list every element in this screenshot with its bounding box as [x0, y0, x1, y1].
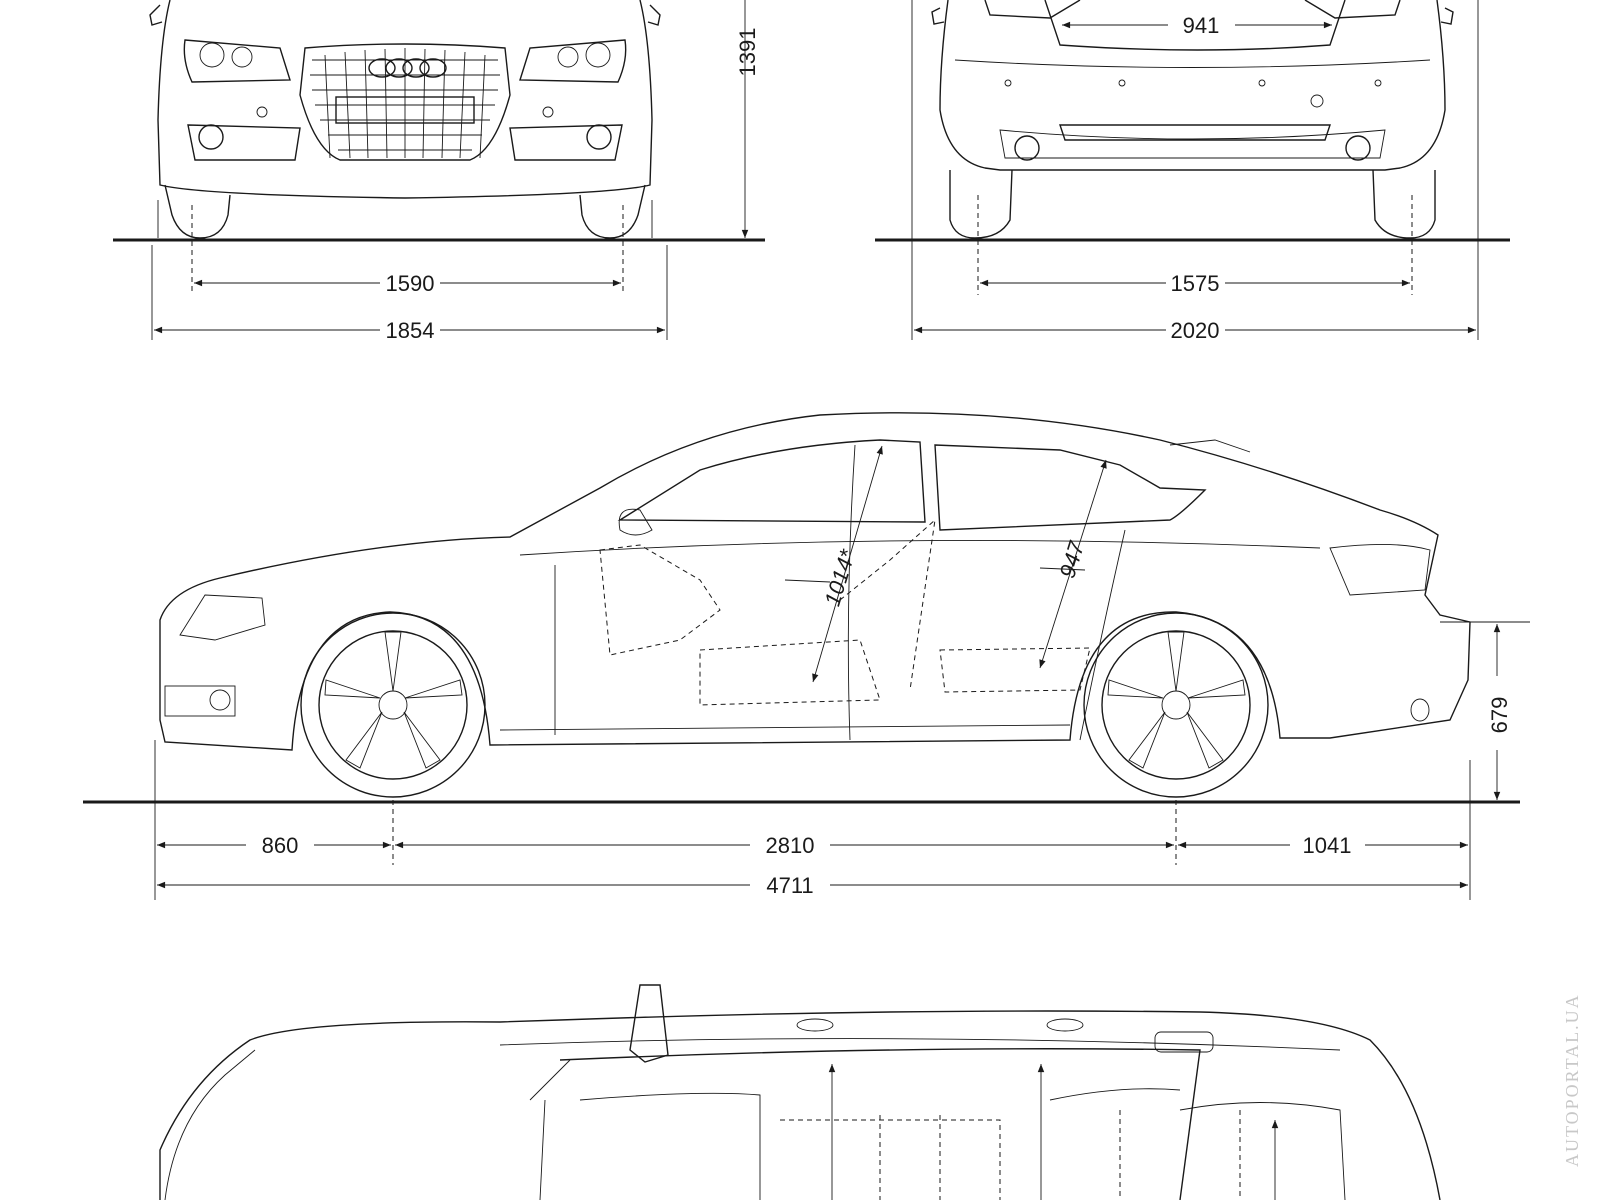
watermark-text: AUTOPORTAL.UA	[1562, 993, 1582, 1167]
top-roof	[559, 1048, 1201, 1200]
rear-overhang-label: 1041	[1303, 833, 1352, 858]
rear-view: 941 1575 2020	[875, 0, 1510, 343]
rear-body-outline	[939, 0, 1446, 171]
front-side-window	[617, 439, 926, 523]
side-taillight	[1329, 543, 1431, 596]
wheelbase-label: 2810	[766, 833, 815, 858]
license-plate	[335, 96, 475, 124]
front-right-fog-lamp-grille	[509, 124, 623, 161]
front-width-label: 1854	[386, 318, 435, 343]
front-left-headlight	[183, 39, 291, 83]
rear-right-exhaust-icon	[1345, 135, 1371, 161]
front-track-label: 1590	[386, 271, 435, 296]
front-headroom-label: 1014*	[819, 545, 860, 609]
top-left-mirror	[629, 984, 669, 1063]
rear-headroom-label: 947	[1055, 538, 1090, 581]
front-overhang-label: 860	[262, 833, 299, 858]
front-height-label: 1391	[735, 28, 760, 77]
front-left-tire	[164, 184, 231, 239]
front-headroom-arrow	[812, 445, 883, 683]
front-right-headlight	[519, 39, 627, 83]
side-fog-grille	[164, 685, 236, 717]
trunk-opening-width-label: 941	[1183, 13, 1220, 38]
trunk-lid	[1044, 0, 1346, 51]
single-frame-grille	[299, 43, 511, 161]
top-body-outline	[159, 1010, 1441, 1200]
rear-side-window	[934, 444, 1207, 531]
front-body-outline	[157, 0, 653, 199]
side-body-outline	[159, 412, 1471, 751]
rear-right-taillight	[1304, 0, 1401, 19]
front-left-fog-lamp-grille	[187, 124, 301, 161]
rear-right-tire	[1372, 169, 1436, 239]
audi-rings-logo	[368, 58, 447, 78]
load-sill-height-label: 679	[1487, 697, 1512, 734]
rear-headroom-arrow	[1039, 459, 1107, 669]
rear-track-label: 1575	[1171, 271, 1220, 296]
side-headlight	[179, 594, 266, 641]
front-right-tire	[579, 184, 646, 239]
overall-length-label: 4711	[766, 873, 813, 898]
rear-left-tire	[949, 169, 1013, 239]
side-view: 1014* 947 679 860 2810 1041 4711	[83, 412, 1530, 900]
front-view: 1391 1590 1854	[113, 0, 765, 343]
rear-left-taillight	[984, 0, 1081, 19]
rear-wheel	[1083, 612, 1269, 798]
front-wheel	[300, 612, 486, 798]
rear-width-label: 2020	[1171, 318, 1220, 343]
side-mirror	[618, 508, 653, 536]
top-view	[159, 984, 1441, 1200]
rear-left-exhaust-icon	[1014, 135, 1040, 161]
